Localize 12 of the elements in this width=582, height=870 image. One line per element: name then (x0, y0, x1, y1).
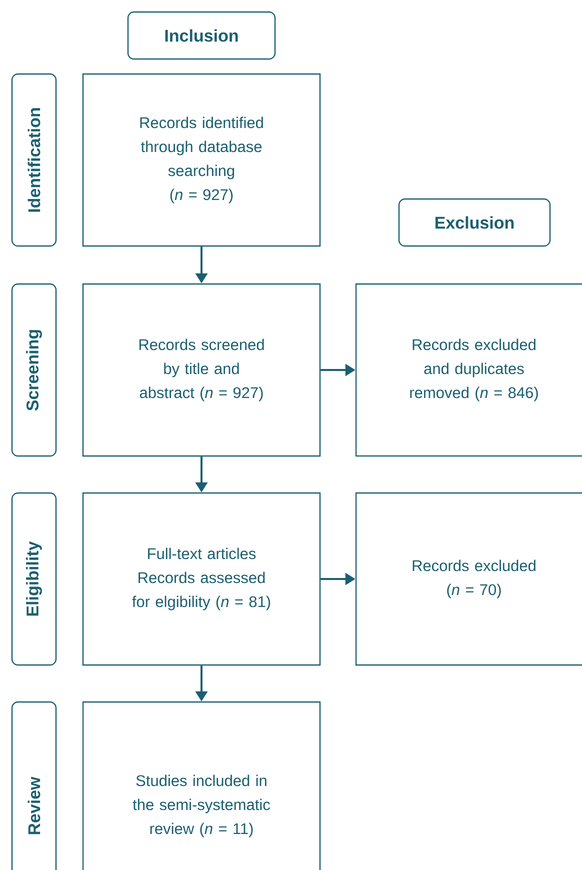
phase-label: Screening (11, 283, 57, 457)
phase-label: Review (11, 701, 57, 870)
process-box: Full-text articles Records assessed for elgibility (n = 81) (82, 492, 321, 666)
process-box: Records identified through database searching (n = 927) (82, 73, 321, 247)
process-box: Studies included in the semi-systematic review (n = 11) (82, 701, 321, 870)
process-box: Records excluded and duplicates removed (n = 846) (355, 283, 582, 457)
phase-label: Eligibility (11, 492, 57, 666)
column-header: Exclusion (398, 198, 551, 247)
column-header: Inclusion (127, 11, 276, 60)
process-box: Records screened by title and abstract (n = 927) (82, 283, 321, 457)
process-box: Records excluded (n = 70) (355, 492, 582, 666)
phase-label: Identification (11, 73, 57, 247)
